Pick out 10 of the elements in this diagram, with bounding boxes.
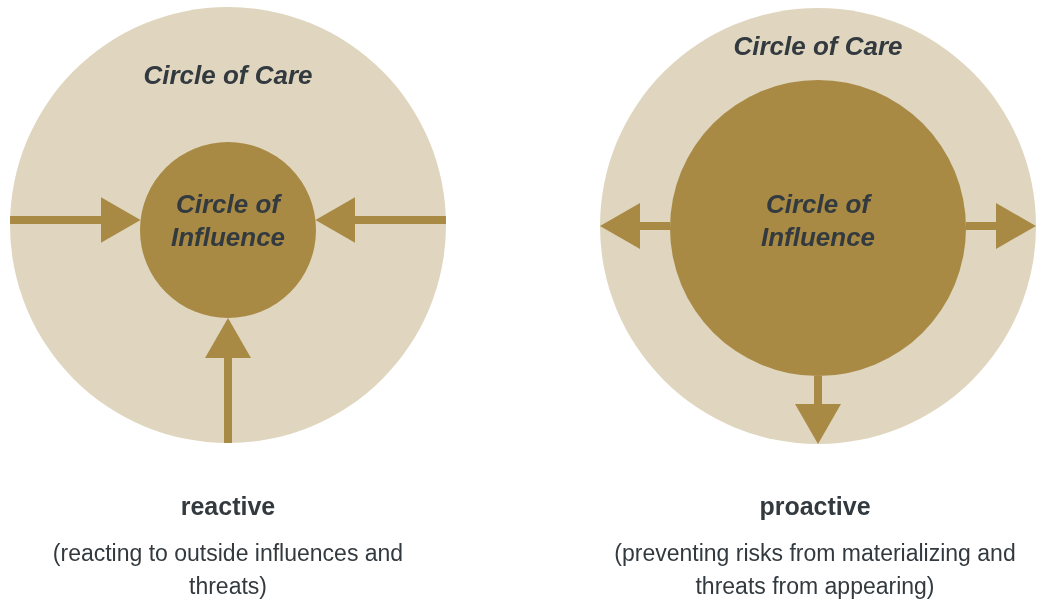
circle-title: Circle of Care xyxy=(143,59,313,92)
arrow xyxy=(966,203,1036,249)
caption-text: (reacting to outside influences and threats) xyxy=(51,538,405,601)
caption-text: (preventing risks from materializing and threats from appearing) xyxy=(613,538,1017,601)
caption-heading: reactive xyxy=(179,491,277,522)
caption-heading: proactive xyxy=(758,491,872,522)
circle-title: Circle of Care xyxy=(733,30,903,63)
circle-title: Circle of Influence xyxy=(169,188,287,253)
arrow xyxy=(795,376,841,444)
circle-title: Circle of Influence xyxy=(759,188,877,253)
